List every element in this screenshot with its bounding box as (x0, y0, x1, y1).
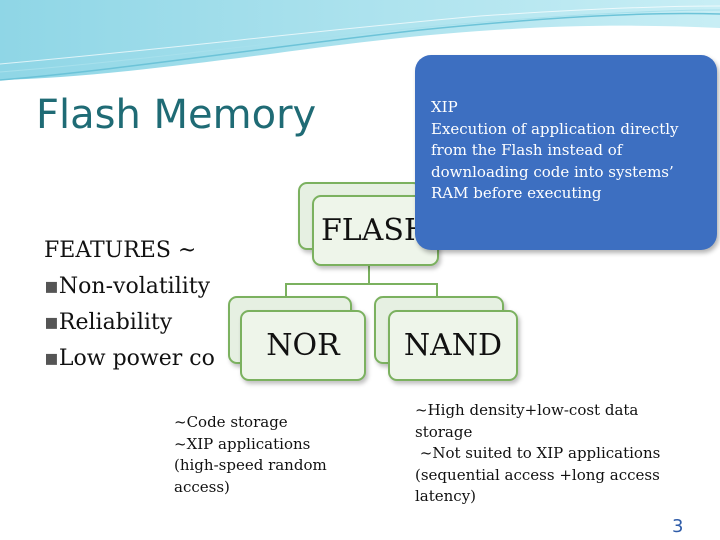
header-wave-banner (0, 0, 720, 81)
feature-item: ▪Non-volatility (44, 274, 211, 299)
bullet-icon: ▪ (44, 310, 59, 335)
page-number: 3 (672, 516, 684, 537)
feature-item: ▪Reliability (44, 310, 173, 335)
nand-description: ~High density+low-cost data storage ~Not… (415, 401, 661, 505)
features-heading: FEATURES ~ (44, 238, 197, 263)
slide-title: Flash Memory (36, 92, 317, 138)
xip-callout-text: XIP Execution of application directly fr… (431, 98, 679, 202)
nor-node: NOR (240, 310, 366, 381)
xip-callout: XIP Execution of application directly fr… (415, 55, 717, 250)
nand-node: NAND (388, 310, 518, 381)
bullet-icon: ▪ (44, 346, 59, 371)
feature-item: ▪Low power co (44, 346, 215, 371)
bullet-icon: ▪ (44, 274, 59, 299)
nor-description: ~Code storage ~XIP applications (high-sp… (174, 413, 327, 496)
features-list: FEATURES ~ ▪Non-volatility ▪Reliability … (44, 233, 220, 377)
